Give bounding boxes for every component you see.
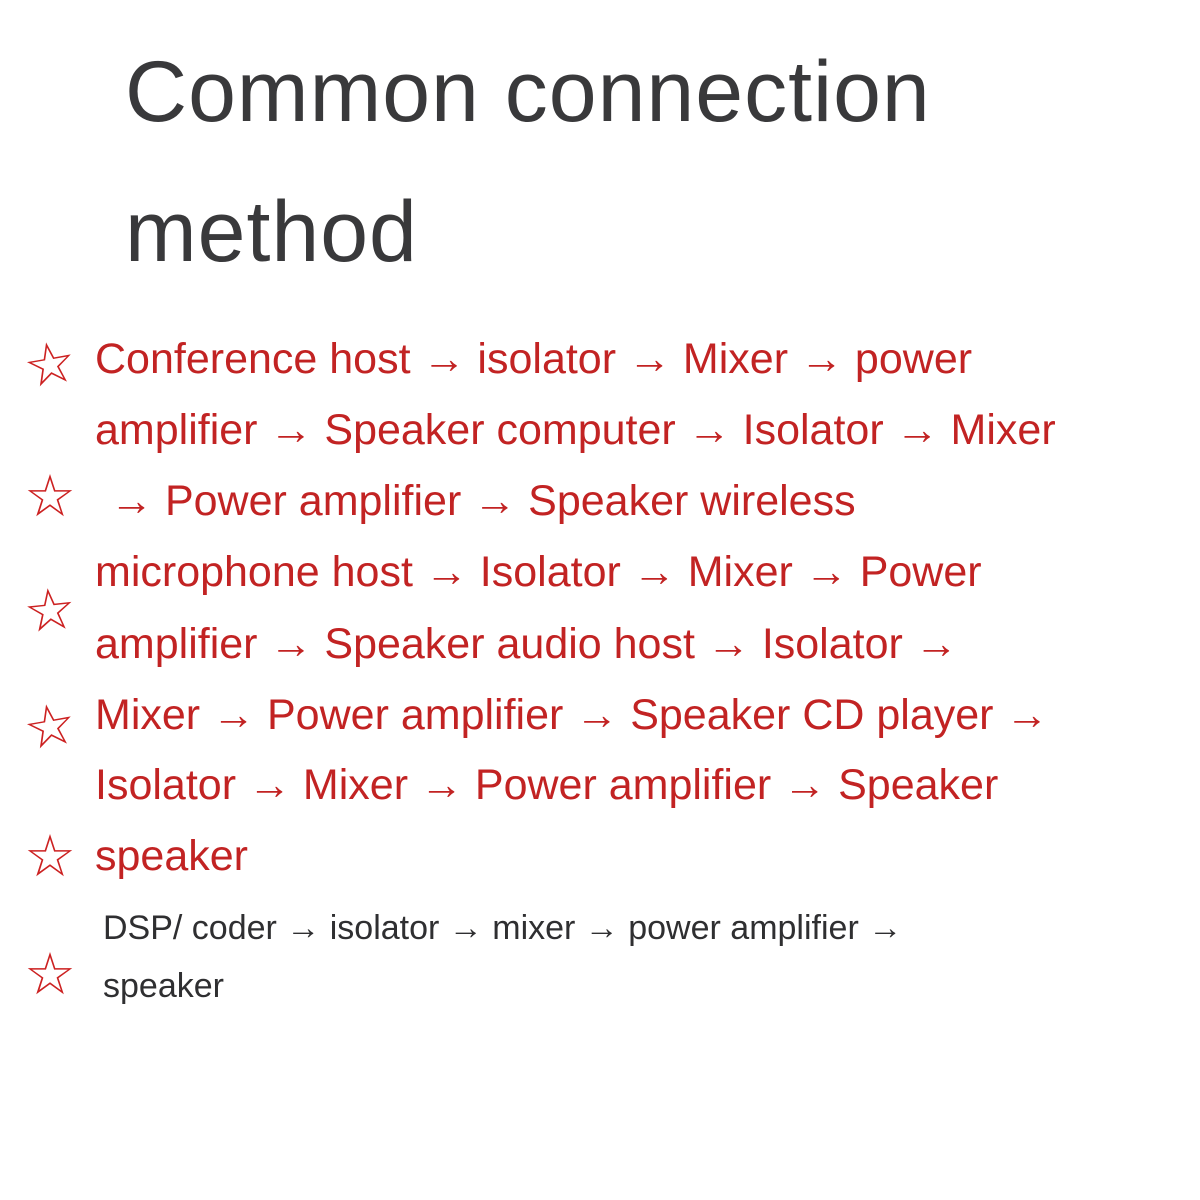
page-title: Common connection method — [125, 22, 931, 302]
star-icon: ☆ — [24, 824, 76, 889]
list-line: Conference host → isolator → Mixer → pow… — [95, 335, 973, 383]
list-line: microphone host → Isolator → Mixer → Pow… — [95, 548, 982, 596]
star-icon: ☆ — [18, 689, 82, 764]
star-icon: ☆ — [20, 575, 80, 646]
list-line: → Power amplifier → Speaker wireless — [110, 477, 856, 525]
list-line: amplifier → Speaker audio host → Isolato… — [95, 620, 958, 668]
page-title-line1: Common connection — [125, 44, 931, 140]
star-icon: ☆ — [18, 327, 82, 402]
star-icon: ☆ — [24, 942, 76, 1007]
list-line: amplifier → Speaker computer → Isolator … — [95, 406, 1056, 454]
list-line: Mixer → Power amplifier → Speaker CD pla… — [95, 691, 1049, 739]
list-line: DSP/ coder → isolator → mixer → power am… — [103, 909, 903, 947]
page-title-line2: method — [125, 184, 418, 280]
star-icon: ☆ — [24, 464, 76, 529]
list-line: speaker — [95, 832, 248, 880]
list-line: speaker — [103, 967, 224, 1005]
list-line: Isolator → Mixer → Power amplifier → Spe… — [95, 761, 999, 809]
